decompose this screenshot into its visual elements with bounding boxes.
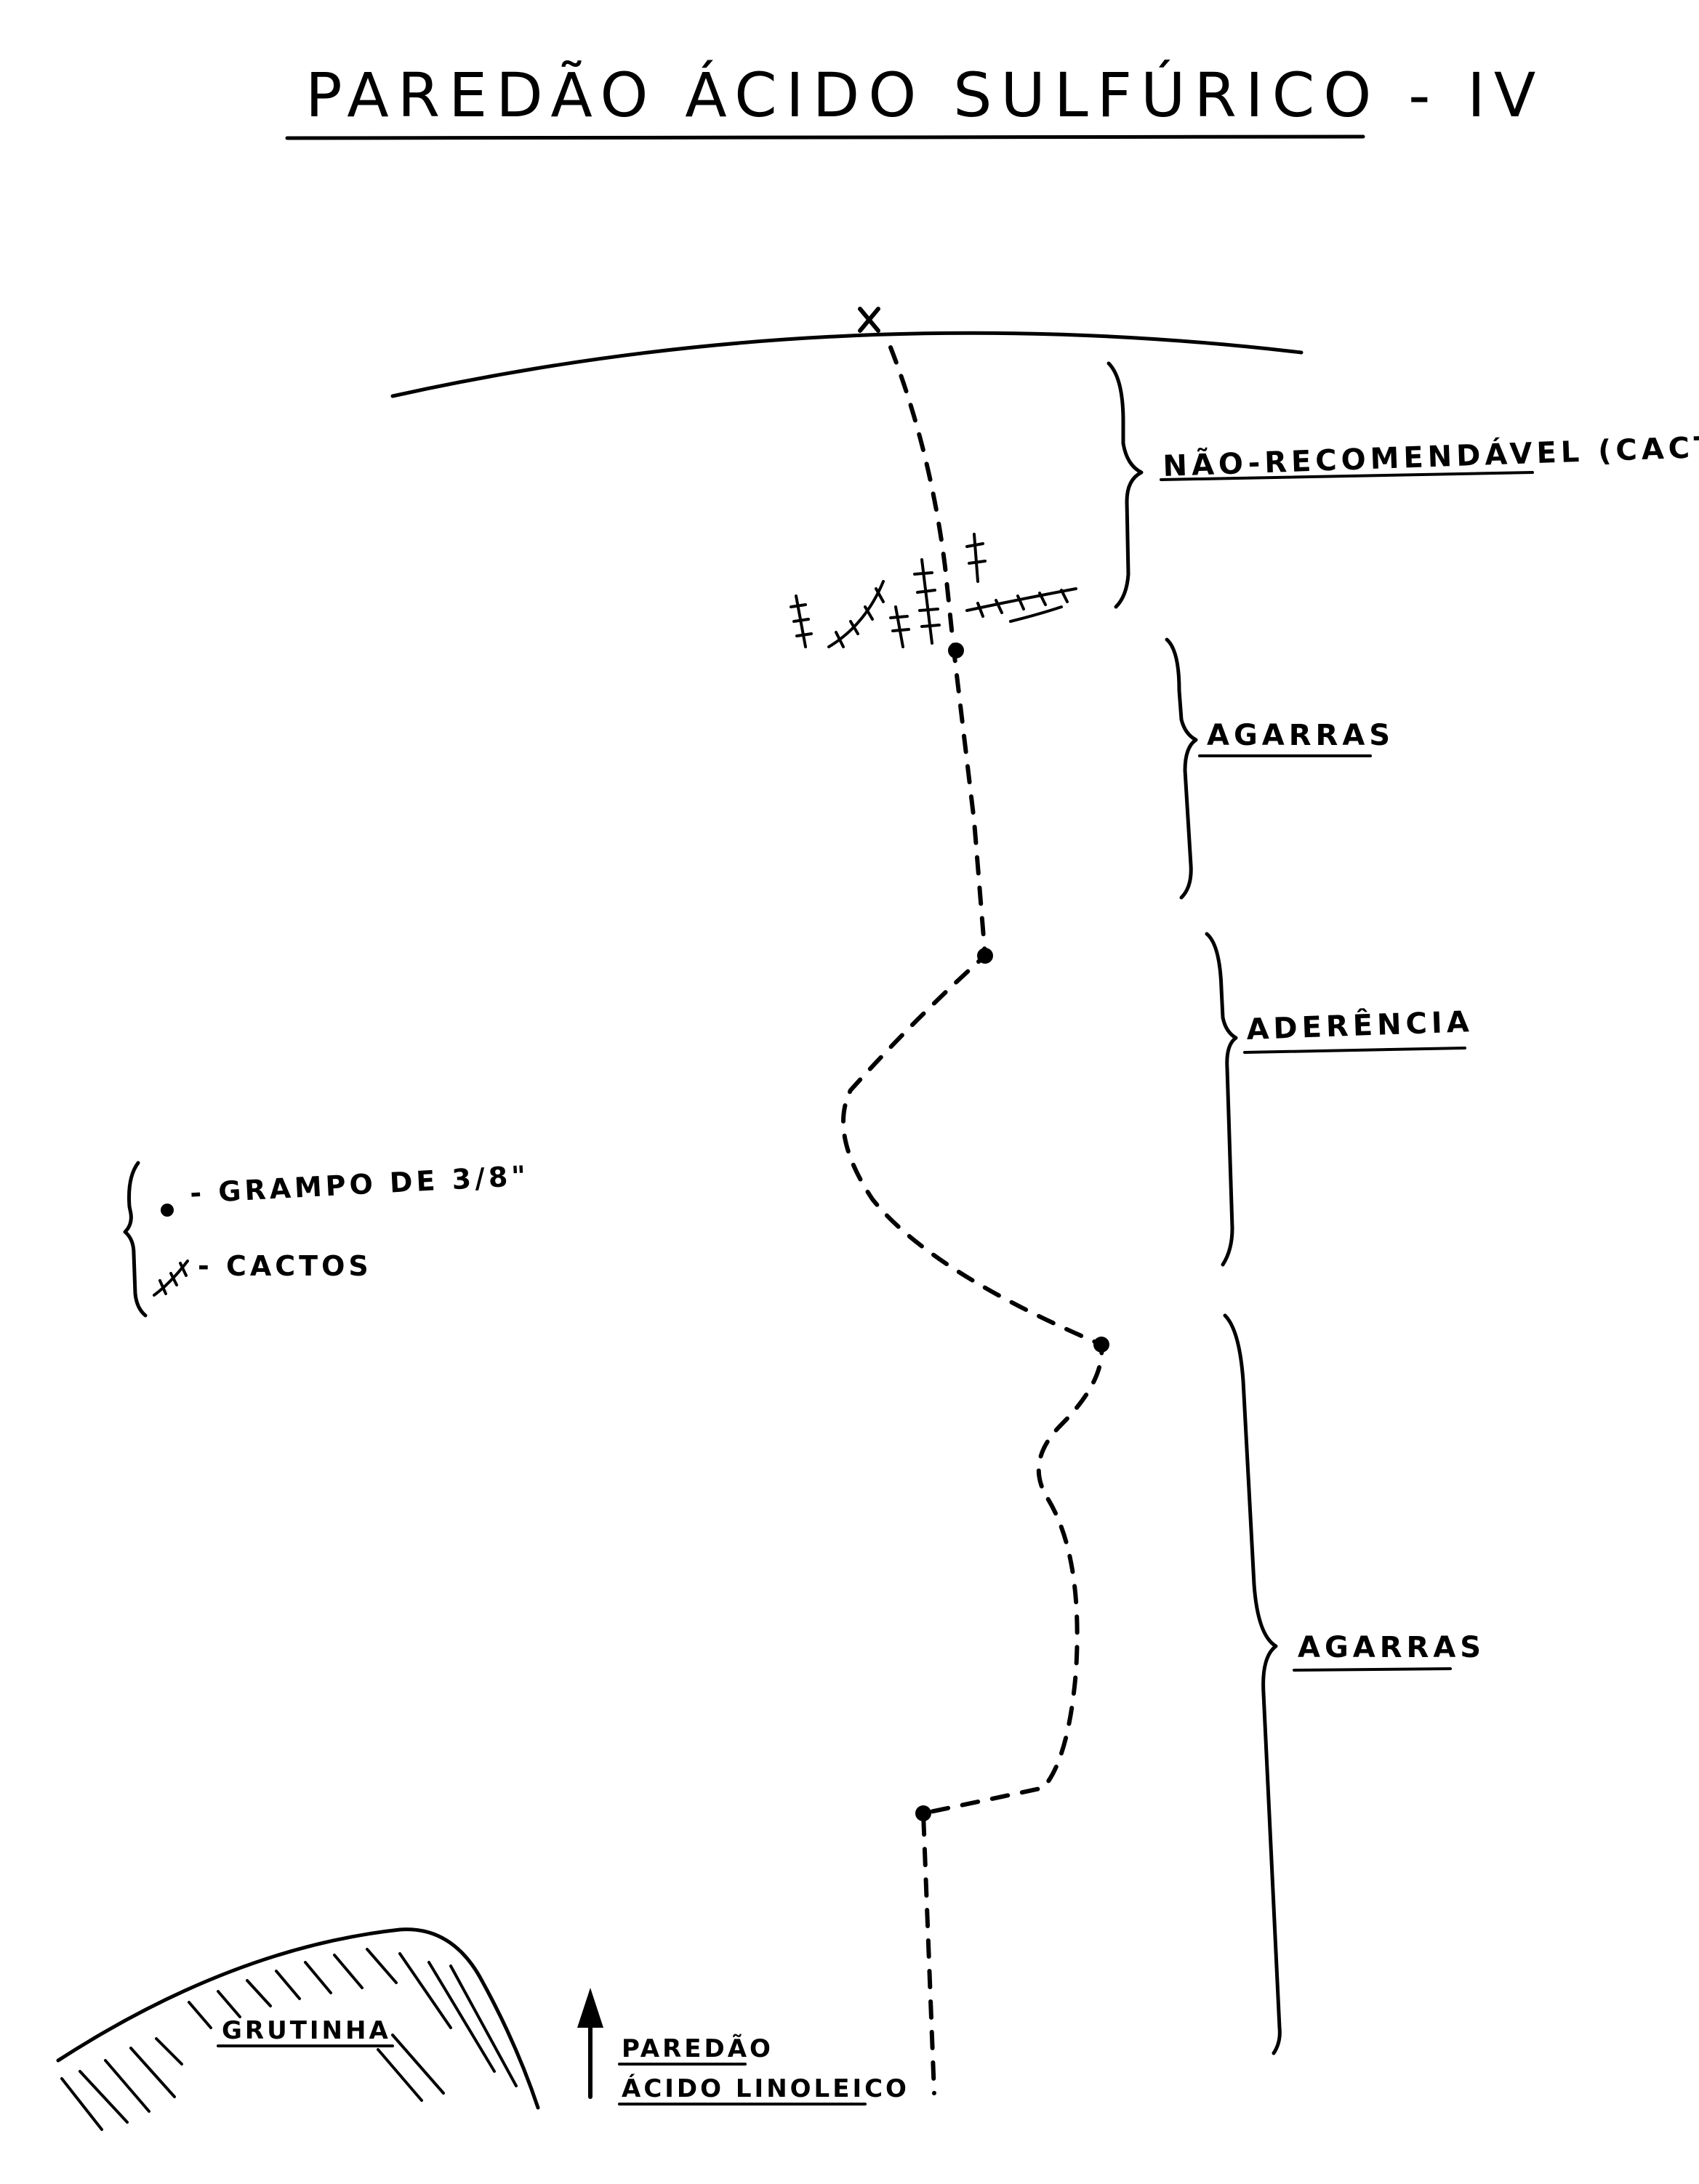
cave-outline (56, 1927, 540, 2110)
bolt-icon (948, 642, 964, 658)
title-underline (285, 134, 1365, 140)
neighbor-route-arrow-icon (577, 1988, 603, 2099)
cave-feature: GRUTINHA (56, 1927, 540, 2131)
legend-bolt-label: - GRAMPO DE 3/8" (189, 1160, 530, 1209)
legend-cactus-icon (153, 1260, 189, 1297)
neighbor-route-label-2: ÁCIDO LINOLEICO (622, 2074, 909, 2103)
bolt-icon (977, 948, 993, 964)
page-title: PAREDÃO ÁCIDO SULFÚRICO - IV (305, 60, 1544, 131)
section-brace (1165, 637, 1198, 900)
section-label-agarras-lower: AGARRAS (1298, 1631, 1485, 1664)
section-label-agarras-upper: AGARRAS (1207, 719, 1394, 752)
section-label-aderencia: ADERÊNCIA (1246, 1004, 1474, 1047)
section-brace (1223, 1313, 1282, 2055)
bolt-icon (915, 1805, 931, 1821)
cave-hatching (60, 1948, 518, 2131)
cactus-cluster-icon (790, 533, 1077, 648)
summit-line (390, 331, 1304, 398)
legend-brace (123, 1161, 148, 1318)
legend-bolt-icon (161, 1204, 174, 1217)
section-brace (1106, 361, 1144, 609)
top-out-x-icon (858, 307, 880, 333)
legend-cactus-label: - CACTOS (198, 1250, 372, 1282)
cave-label: GRUTINHA (222, 2016, 391, 2045)
neighbor-route-label-1: PAREDÃO (622, 2034, 774, 2063)
section-underline (1293, 1667, 1452, 1672)
section-underline (1243, 1047, 1466, 1054)
section-underline (1160, 471, 1534, 481)
bolt-icon (1093, 1337, 1109, 1353)
legend: - GRAMPO DE 3/8" - CACTOS (123, 1160, 530, 1318)
section-brace (1205, 932, 1238, 1267)
